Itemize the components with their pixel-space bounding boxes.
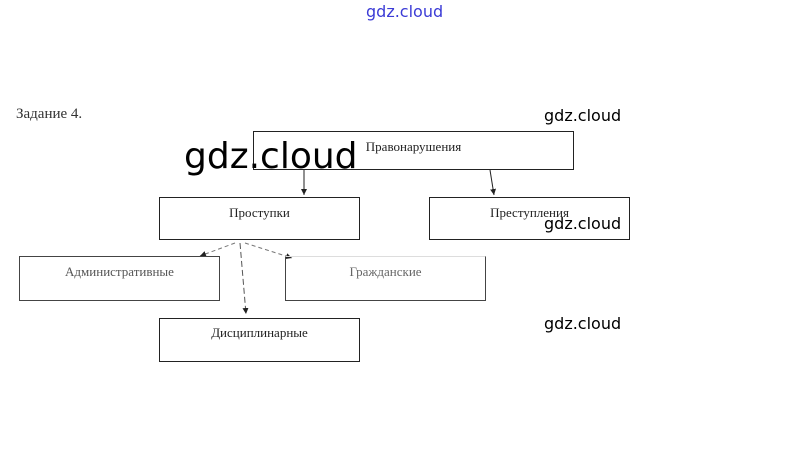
arrow-to-administrative [199, 242, 236, 257]
task-title: Задание 4. [16, 106, 83, 122]
arrow-to-disciplinary [239, 242, 249, 315]
node-misdemeanors: Проступки [159, 197, 360, 240]
node-disciplinary: Дисциплинарные [159, 318, 360, 362]
watermark-right-2: gdz.cloud [544, 214, 622, 233]
watermark-big: gdz.cloud [184, 136, 358, 177]
watermark-right-3: gdz.cloud [544, 314, 622, 333]
node-crimes: Преступления [429, 197, 630, 240]
watermark-top: gdz.cloud [366, 2, 444, 21]
arrow-root-crimes [489, 169, 497, 196]
node-administrative: Административные [19, 256, 220, 301]
node-root: Правонарушения [253, 131, 574, 170]
watermark-right-1: gdz.cloud [544, 106, 622, 125]
arrow-to-civil [244, 242, 293, 260]
node-civil: Гражданские [285, 256, 486, 301]
